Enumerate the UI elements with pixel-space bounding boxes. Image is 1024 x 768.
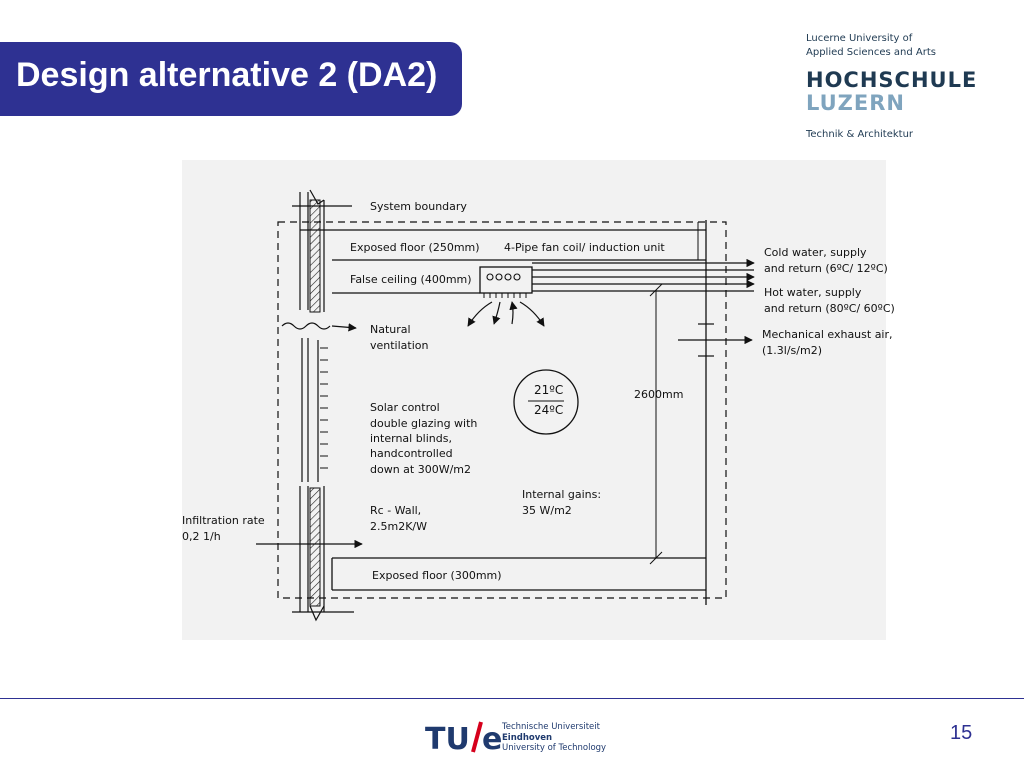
label-false-ceiling: False ceiling (400mm) [350, 273, 472, 286]
label-hot-water-1: Hot water, supply [764, 286, 862, 299]
pipes [532, 258, 755, 292]
tue-mark-tu: TU [425, 722, 470, 757]
tue-mark-e: e [482, 722, 502, 757]
label-system-boundary: System boundary [370, 200, 467, 213]
facade-top [292, 189, 352, 313]
label-exposed-floor-bottom: Exposed floor (300mm) [372, 569, 502, 582]
hslu-name2: LUZERN [806, 91, 906, 115]
label-rc-wall-1: Rc - Wall, [370, 504, 421, 517]
fan-coil-grille [483, 293, 527, 298]
label-glazing-3: internal blinds, [370, 432, 452, 445]
title-bar: Design alternative 2 (DA2) [0, 42, 462, 116]
label-temp-top: 21ºC [534, 383, 563, 397]
label-glazing-1: Solar control [370, 401, 440, 414]
label-height: 2600mm [634, 388, 683, 401]
label-mech-exhaust-2: (1.3l/s/m2) [762, 344, 822, 357]
tue-logo: TU e [425, 721, 502, 757]
label-glazing-5: down at 300W/m2 [370, 463, 471, 476]
building-section-diagram: System boundary Exposed floor (250mm) 4-… [182, 160, 895, 640]
system-boundary-line [277, 221, 727, 599]
label-temp-bottom: 24ºC [534, 403, 563, 417]
diagram-svg: System boundary Exposed floor (250mm) 4-… [182, 189, 895, 622]
label-hot-water-2: and return (80ºC/ 60ºC) [764, 302, 895, 315]
label-natural-vent-2: ventilation [370, 339, 429, 352]
label-internal-gains-2: 35 W/m2 [522, 504, 572, 517]
label-cold-water-1: Cold water, supply [764, 246, 867, 259]
natural-vent-arrow [331, 323, 357, 332]
hslu-logo: Lucerne University of Applied Sciences a… [806, 32, 1006, 140]
tue-line2: Eindhoven [502, 732, 553, 743]
dim-tick-bottom [649, 551, 663, 565]
tue-slash [471, 721, 483, 753]
tue-line3: University of Technology [502, 743, 607, 753]
label-internal-gains-1: Internal gains: [522, 488, 601, 501]
label-rc-wall-2: 2.5m2K/W [370, 520, 427, 533]
natural-vent-wave [281, 322, 331, 330]
blinds [320, 347, 328, 469]
label-glazing-2: double glazing with [370, 417, 477, 430]
label-mech-exhaust-1: Mechanical exhaust air, [762, 328, 893, 341]
hslu-name1: HOCHSCHULE [806, 68, 978, 92]
label-natural-vent-1: Natural [370, 323, 411, 336]
page-number: 15 [950, 722, 973, 744]
label-infiltration-2: 0,2 1/h [182, 530, 221, 543]
tue-text: Technische Universiteit Eindhoven Univer… [502, 722, 606, 754]
label-fan-coil: 4-Pipe fan coil/ induction unit [504, 241, 665, 254]
hslu-line1: Lucerne University of [806, 33, 913, 44]
fan-coil-circles [486, 273, 521, 281]
dim-tick-top [649, 283, 663, 297]
airflow-arrows [467, 301, 545, 327]
hslu-dept: Technik & Architektur [806, 129, 914, 140]
footer-divider [0, 698, 1024, 699]
slide-title: Design alternative 2 (DA2) [16, 56, 438, 94]
label-glazing-4: handcontrolled [370, 447, 453, 460]
tue-line1: Technische Universiteit [502, 722, 600, 732]
temperature-circle [513, 369, 579, 435]
fan-coil-unit [479, 266, 533, 294]
glazing [301, 338, 319, 482]
facade-bottom [292, 486, 354, 622]
label-cold-water-2: and return (6ºC/ 12ºC) [764, 262, 888, 275]
label-infiltration-1: Infiltration rate [182, 514, 265, 527]
label-exposed-floor-top: Exposed floor (250mm) [350, 241, 480, 254]
hslu-line2: Applied Sciences and Arts [806, 47, 936, 58]
